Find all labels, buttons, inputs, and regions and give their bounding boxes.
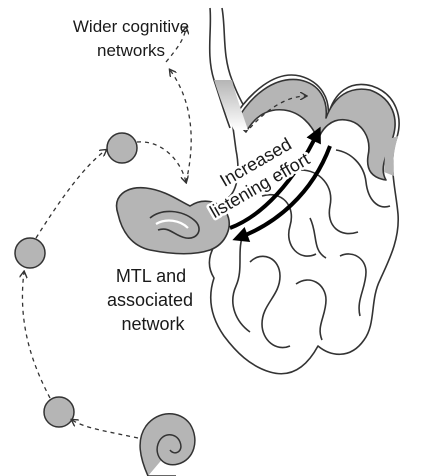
relay-node-circle [15, 238, 45, 268]
wider-networks-label-line2: networks [97, 41, 165, 60]
mtl-label-line1: MTL and [116, 266, 186, 286]
relay-node-circle [44, 397, 74, 427]
wider-networks-label-line1: Wider cognitive [73, 17, 189, 36]
cochlea-spiral-icon [140, 414, 195, 476]
mtl-label-line3: network [121, 314, 185, 334]
mtl-region [117, 188, 230, 254]
relay-node-circle [107, 133, 137, 163]
mtl-label-line2: associated [107, 290, 193, 310]
